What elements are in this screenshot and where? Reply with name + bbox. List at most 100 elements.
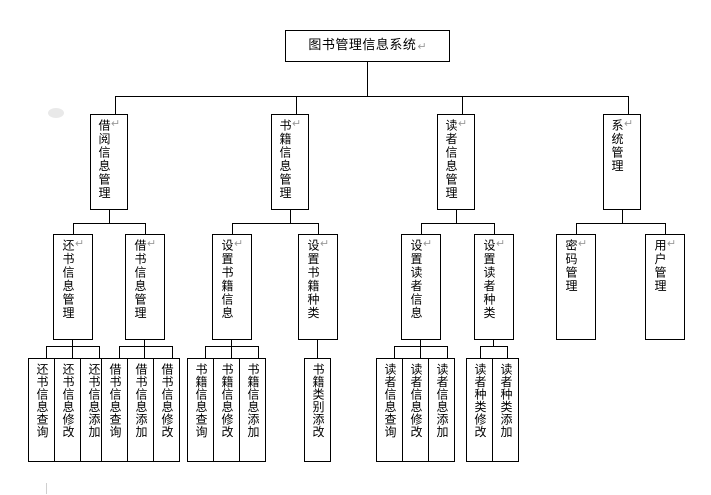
- node-set-book-category-label: 设置书籍种类: [305, 239, 320, 320]
- node-user-mgmt[interactable]: 用户管理↵: [645, 234, 685, 340]
- connector-set-book-info-stem: [231, 340, 232, 346]
- node-system-mgmt[interactable]: 系统管理↵: [603, 114, 641, 210]
- connector-borrow-mgmt-bus: [73, 223, 146, 224]
- return-mark-icon: ↵: [144, 237, 158, 250]
- node-borrow-info-mgmt-label: 借书信息管理: [132, 239, 147, 320]
- node-password-mgmt-label: 密码管理: [563, 239, 578, 293]
- node-reader-mgmt-label: 读者信息管理: [443, 119, 458, 200]
- node-book-query[interactable]: 书籍信息查询: [187, 358, 214, 462]
- node-book-mgmt[interactable]: 书籍信息管理↵: [271, 114, 309, 210]
- node-set-reader-type[interactable]: 设置读者种类↵: [474, 234, 514, 340]
- connector-reader-mgmt-stem: [456, 210, 457, 223]
- node-return-add-label: 还书信息添加: [86, 363, 101, 438]
- connector-set-reader-type-stem: [493, 340, 494, 346]
- connector-to-return-info-mgmt: [73, 223, 74, 234]
- connector-reader-mgmt-bus: [421, 223, 494, 224]
- connector-to-reader-type-add: [507, 346, 508, 358]
- connector-to-reader-type-modify: [480, 346, 481, 358]
- return-mark-icon: ↵: [417, 39, 427, 53]
- return-mark-icon: ↵: [231, 237, 245, 250]
- node-reader-type-add[interactable]: 读者种类添加: [492, 358, 519, 462]
- connector-to-password-mgmt: [576, 223, 577, 234]
- return-mark-icon: ↵: [72, 237, 86, 250]
- node-book-modify[interactable]: 书籍信息修改: [213, 358, 240, 462]
- connector-to-book-cat-addmod: [317, 340, 318, 358]
- node-borrow-add[interactable]: 借书信息添加: [127, 358, 154, 462]
- return-mark-icon: ↵: [420, 237, 434, 250]
- connector-to-system-mgmt: [628, 96, 629, 114]
- node-borrow-mgmt-label: 借阅信息管理: [96, 119, 111, 200]
- node-set-reader-type-label: 设置读者种类: [481, 239, 496, 320]
- node-reader-query[interactable]: 读者信息查询: [376, 358, 403, 462]
- node-borrow-modify[interactable]: 借书信息修改: [153, 358, 180, 462]
- node-book-modify-label: 书籍信息修改: [219, 363, 234, 438]
- node-system-mgmt-label: 系统管理: [609, 119, 624, 173]
- connector-to-return-add: [99, 346, 100, 358]
- return-mark-icon: ↵: [317, 237, 331, 250]
- return-mark-icon: ↵: [621, 117, 635, 130]
- node-set-book-info-label: 设置书籍信息: [219, 239, 234, 320]
- node-reader-type-modify[interactable]: 读者种类修改: [466, 358, 493, 462]
- return-mark-icon: ↵: [493, 237, 507, 250]
- return-mark-icon: ↵: [664, 237, 678, 250]
- node-reader-type-modify-label: 读者种类修改: [472, 363, 487, 438]
- node-borrow-add-label: 借书信息添加: [133, 363, 148, 438]
- connector-to-borrow-mgmt: [115, 96, 116, 114]
- connector-to-user-mgmt: [665, 223, 666, 234]
- connector-borrow-mgmt-stem: [109, 210, 110, 223]
- node-book-query-label: 书籍信息查询: [193, 363, 208, 438]
- node-book-cat-addmod[interactable]: 书籍类别添改: [304, 358, 331, 462]
- node-return-modify[interactable]: 还书信息修改: [54, 358, 81, 462]
- node-root[interactable]: 图书管理信息系统↵: [285, 30, 450, 62]
- connector-to-borrow-info-mgmt: [145, 223, 146, 234]
- node-book-mgmt-label: 书籍信息管理: [277, 119, 292, 200]
- connector-to-borrow-add: [144, 346, 145, 358]
- connector-to-borrow-modify: [172, 346, 173, 358]
- node-set-book-info[interactable]: 设置书籍信息↵: [212, 234, 252, 340]
- node-reader-modify[interactable]: 读者信息修改: [402, 358, 429, 462]
- connector-to-return-modify: [72, 346, 73, 358]
- node-root-label: 图书管理信息系统: [308, 37, 417, 53]
- connector-to-set-book-category: [318, 223, 319, 234]
- connector-borrow-info-bus: [119, 346, 172, 347]
- node-set-reader-info[interactable]: 设置读者信息↵: [401, 234, 441, 340]
- scan-artifact: [46, 483, 47, 494]
- connector-system-mgmt-stem: [622, 210, 623, 223]
- connector-book-mgmt-bus: [232, 223, 318, 224]
- connector-to-book-query: [205, 346, 206, 358]
- return-mark-icon: ↵: [455, 117, 469, 130]
- connector-book-mgmt-stem: [290, 210, 291, 223]
- node-borrow-query[interactable]: 借书信息查询: [101, 358, 128, 462]
- connector-set-reader-type-bus: [480, 346, 507, 347]
- node-reader-mgmt[interactable]: 读者信息管理↵: [437, 114, 475, 210]
- node-return-query[interactable]: 还书信息查询: [28, 358, 55, 462]
- node-set-reader-info-label: 设置读者信息: [408, 239, 423, 320]
- node-return-info-mgmt-label: 还书信息管理: [60, 239, 75, 320]
- connector-to-book-modify: [231, 346, 232, 358]
- node-book-add[interactable]: 书籍信息添加: [239, 358, 266, 462]
- node-reader-type-add-label: 读者种类添加: [498, 363, 513, 438]
- connector-to-borrow-query: [119, 346, 120, 358]
- connector-to-set-book-info: [232, 223, 233, 234]
- return-mark-icon: ↵: [289, 117, 303, 130]
- node-return-info-mgmt[interactable]: 还书信息管理↵: [53, 234, 93, 340]
- connector-return-info-stem: [72, 340, 73, 346]
- node-password-mgmt[interactable]: 密码管理↵: [556, 234, 596, 340]
- node-return-modify-label: 还书信息修改: [60, 363, 75, 438]
- node-reader-modify-label: 读者信息修改: [408, 363, 423, 438]
- return-mark-icon: ↵: [575, 237, 589, 250]
- connector-to-book-add: [258, 346, 259, 358]
- node-user-mgmt-label: 用户管理: [652, 239, 667, 293]
- scan-smudge: [48, 108, 64, 118]
- connector-to-reader-modify: [420, 346, 421, 358]
- connector-to-reader-add: [447, 346, 448, 358]
- connector-to-set-reader-info: [421, 223, 422, 234]
- node-reader-add[interactable]: 读者信息添加: [428, 358, 455, 462]
- node-borrow-info-mgmt[interactable]: 借书信息管理↵: [125, 234, 165, 340]
- connector-borrow-info-stem: [144, 340, 145, 346]
- connector-to-set-reader-type: [494, 223, 495, 234]
- return-mark-icon: ↵: [108, 117, 122, 130]
- node-set-book-category[interactable]: 设置书籍种类↵: [298, 234, 338, 340]
- node-borrow-mgmt[interactable]: 借阅信息管理↵: [90, 114, 128, 210]
